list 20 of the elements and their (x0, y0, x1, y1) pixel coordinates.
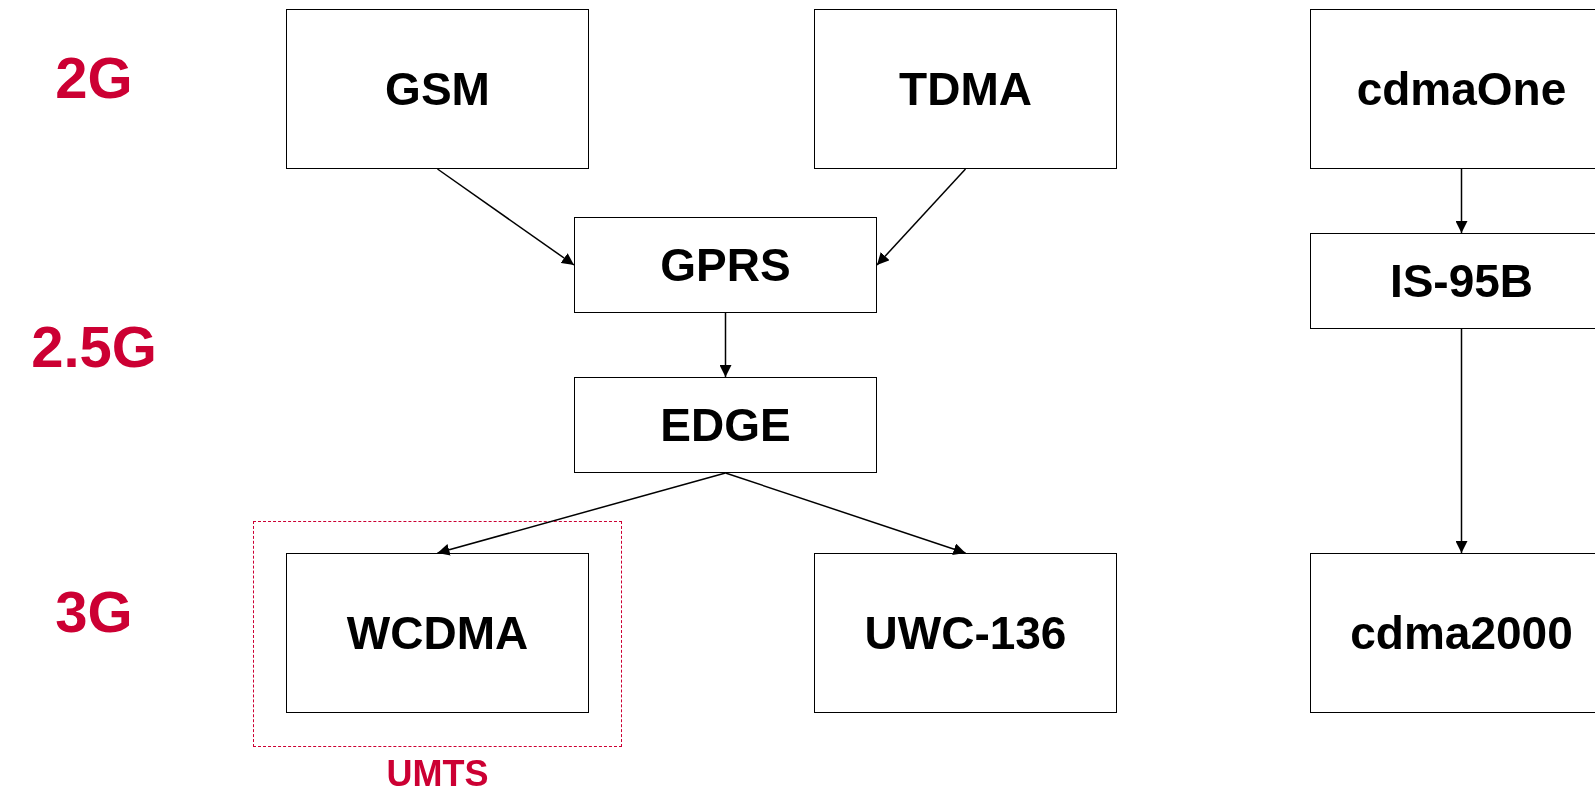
arrow (436, 472, 727, 556)
arrow (1455, 328, 1468, 554)
arrow (436, 168, 575, 266)
generation-label: 2G (55, 43, 133, 111)
generation-label: 3G (55, 577, 133, 645)
technology-box: GPRS (574, 217, 877, 313)
technology-box: UWC-136 (814, 553, 1117, 713)
technology-box: IS-95B (1310, 233, 1595, 329)
technology-box: WCDMA (286, 553, 589, 713)
technology-box: EDGE (574, 377, 877, 473)
technology-box: TDMA (814, 9, 1117, 169)
arrow (719, 312, 732, 378)
group-label: UMTS (386, 753, 489, 795)
generation-label: 2.5G (31, 312, 157, 380)
technology-box: cdma2000 (1310, 553, 1595, 713)
technology-box: GSM (286, 9, 589, 169)
arrow (724, 472, 967, 555)
technology-box: cdmaOne (1310, 9, 1595, 169)
arrow (1455, 168, 1468, 234)
arrow (876, 168, 967, 266)
